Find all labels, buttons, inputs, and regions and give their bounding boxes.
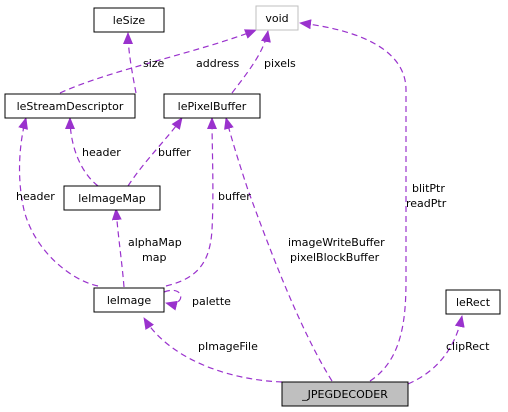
edge-streamdesc-to-lesize	[123, 32, 137, 94]
edge-label-map: map	[142, 251, 166, 264]
edge-label-blitptr: blitPtr	[412, 182, 445, 195]
node-lerect[interactable]: leRect	[445, 289, 501, 315]
edge-labels: size address pixels header buffer header…	[16, 57, 490, 353]
edge-imagemap-to-pixelbuffer	[127, 117, 183, 187]
edge-jpeg-to-image	[143, 317, 283, 383]
node-lestreamdescriptor[interactable]: leStreamDescriptor	[4, 93, 136, 119]
edge-label-pimagefile: pImageFile	[198, 340, 258, 353]
node-label-lestreamdescriptor: leStreamDescriptor	[17, 100, 124, 113]
edge-label-pixelblockbuffer: pixelBlockBuffer	[290, 251, 380, 264]
node-leimagemap[interactable]: leImageMap	[63, 185, 161, 211]
edge-image-to-imagemap	[111, 208, 125, 288]
edge-jpeg-to-void	[299, 19, 407, 382]
edges	[18, 19, 465, 385]
node-jpegdecoder[interactable]: _JPEGDECODER	[281, 381, 409, 407]
edge-label-buffer-imagemap: buffer	[158, 146, 191, 159]
edge-label-readptr: readPtr	[406, 197, 447, 210]
edge-label-header-imagemap: header	[82, 146, 121, 159]
edge-label-size: size	[143, 57, 165, 70]
edge-label-buffer-image: buffer	[218, 190, 251, 203]
edge-image-palette-loop	[163, 289, 182, 311]
node-label-lesize: leSize	[113, 14, 146, 27]
edge-label-alphamap: alphaMap	[128, 236, 182, 249]
edge-label-cliprect: clipRect	[446, 340, 490, 353]
node-void[interactable]: void	[255, 5, 299, 31]
edge-label-imagewritebuffer: imageWriteBuffer	[288, 236, 385, 249]
edge-image-to-pixelbuffer	[165, 117, 218, 287]
edge-image-to-streamdesc	[18, 117, 99, 287]
node-leimage[interactable]: leImage	[93, 287, 165, 313]
node-lepixelbuffer[interactable]: lePixelBuffer	[163, 93, 261, 119]
edge-jpeg-to-lerect	[407, 315, 465, 385]
node-label-jpegdecoder: _JPEGDECODER	[301, 388, 388, 401]
edge-label-palette: palette	[192, 295, 231, 308]
node-label-leimagemap: leImageMap	[78, 192, 146, 205]
node-label-leimage: leImage	[107, 294, 152, 307]
node-label-void: void	[265, 12, 288, 25]
node-lesize[interactable]: leSize	[93, 7, 165, 33]
edge-label-pixels: pixels	[264, 57, 296, 70]
edge-label-address: address	[196, 57, 239, 70]
node-label-lerect: leRect	[456, 296, 491, 309]
edge-streamdesc-to-void	[59, 29, 257, 94]
edge-jpeg-to-pixelbuffer	[224, 117, 333, 382]
node-label-lepixelbuffer: lePixelBuffer	[178, 100, 247, 113]
edge-label-header-image: header	[16, 190, 55, 203]
